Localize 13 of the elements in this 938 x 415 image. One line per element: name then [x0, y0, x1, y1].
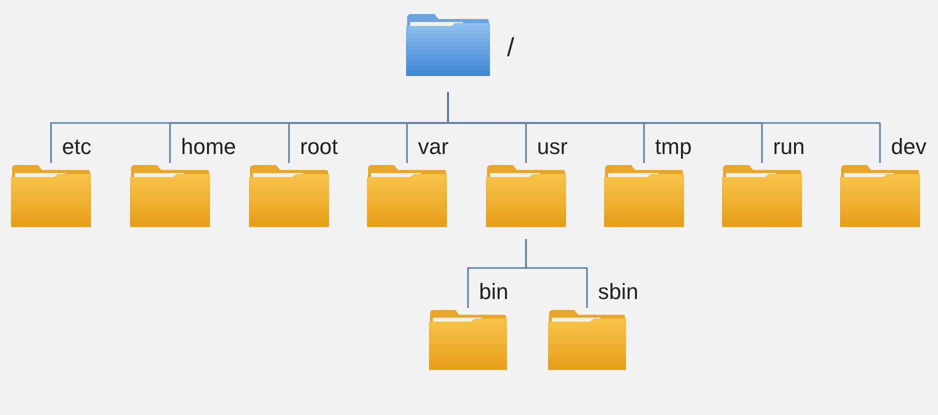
folder-label: root	[300, 136, 338, 158]
folder-label: home	[181, 136, 236, 158]
tree-connector	[525, 239, 588, 308]
tree-connector	[447, 92, 881, 163]
folder-label: /	[507, 34, 514, 60]
folder-label: usr	[537, 136, 568, 158]
folder-label: bin	[479, 281, 508, 303]
folder-label: var	[418, 136, 449, 158]
folder-label: sbin	[598, 281, 638, 303]
folder-label: dev	[891, 136, 926, 158]
folder-label: run	[773, 136, 805, 158]
folder-label: tmp	[655, 136, 692, 158]
folder-label: etc	[62, 136, 92, 158]
